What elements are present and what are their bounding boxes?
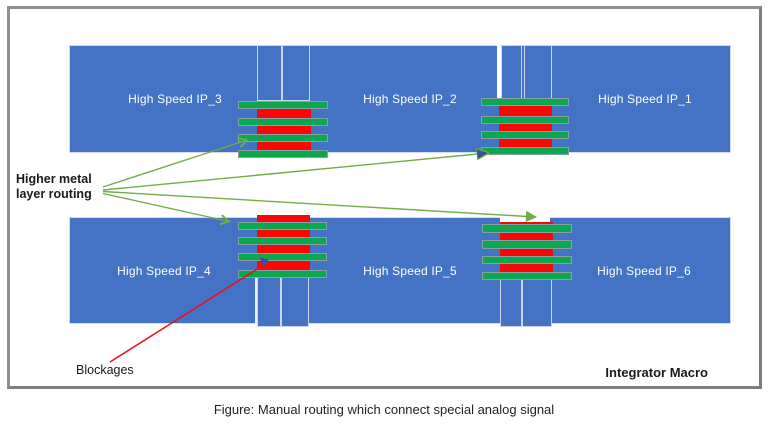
feedthrough-channel xyxy=(522,279,552,327)
figure-caption: Figure: Manual routing which connect spe… xyxy=(213,402,555,417)
higher-metal-routing-bar xyxy=(481,131,569,139)
higher-metal-routing-bar xyxy=(238,101,328,109)
feedthrough-channel xyxy=(524,45,552,99)
higher-metal-routing-bar xyxy=(238,270,327,278)
channel-gap xyxy=(497,44,501,99)
higher-metal-routing-bar xyxy=(238,221,327,230)
ip-label-high-speed-ip-1: High Speed IP_1 xyxy=(598,92,692,106)
higher-metal-routing-bar xyxy=(238,134,328,142)
higher-metal-routing-bar xyxy=(482,224,572,233)
higher-metal-routing-bar xyxy=(238,117,328,126)
ip-label-high-speed-ip-6: High Speed IP_6 xyxy=(597,264,691,278)
higher-metal-routing-bar xyxy=(481,147,569,155)
higher-metal-routing-bar xyxy=(481,115,569,124)
feedthrough-channel xyxy=(282,45,310,101)
higher-metal-routing-bar xyxy=(238,236,327,245)
higher-metal-routing-bar xyxy=(238,253,327,261)
top-ip-row xyxy=(69,45,731,153)
higher-metal-routing-bar xyxy=(482,271,572,280)
feedthrough-channel xyxy=(501,45,522,99)
higher-metal-line2: layer routing xyxy=(16,187,92,201)
ip-label-high-speed-ip-5: High Speed IP_5 xyxy=(363,264,457,278)
feedthrough-channel xyxy=(257,45,282,101)
feedthrough-channel xyxy=(281,277,309,327)
higher-metal-routing-bar xyxy=(482,255,572,264)
blockages-label: Blockages xyxy=(76,363,134,377)
higher-metal-routing-bar xyxy=(482,240,572,249)
ip-label-high-speed-ip-2: High Speed IP_2 xyxy=(363,92,457,106)
blockage-block xyxy=(499,101,552,155)
feedthrough-channel xyxy=(500,279,522,327)
routing-notch xyxy=(500,215,550,223)
blockage-block xyxy=(257,103,311,152)
ip-label-high-speed-ip-3: High Speed IP_3 xyxy=(128,92,222,106)
higher-metal-routing-bar xyxy=(238,150,328,158)
feedthrough-channel xyxy=(257,277,281,327)
ip-label-high-speed-ip-4: High Speed IP_4 xyxy=(117,264,211,278)
higher-metal-layer-routing-label: Higher metal layer routing xyxy=(16,172,92,202)
higher-metal-routing-bar xyxy=(481,98,569,106)
higher-metal-line1: Higher metal xyxy=(16,172,92,186)
integrator-macro-label: Integrator Macro xyxy=(605,365,708,380)
